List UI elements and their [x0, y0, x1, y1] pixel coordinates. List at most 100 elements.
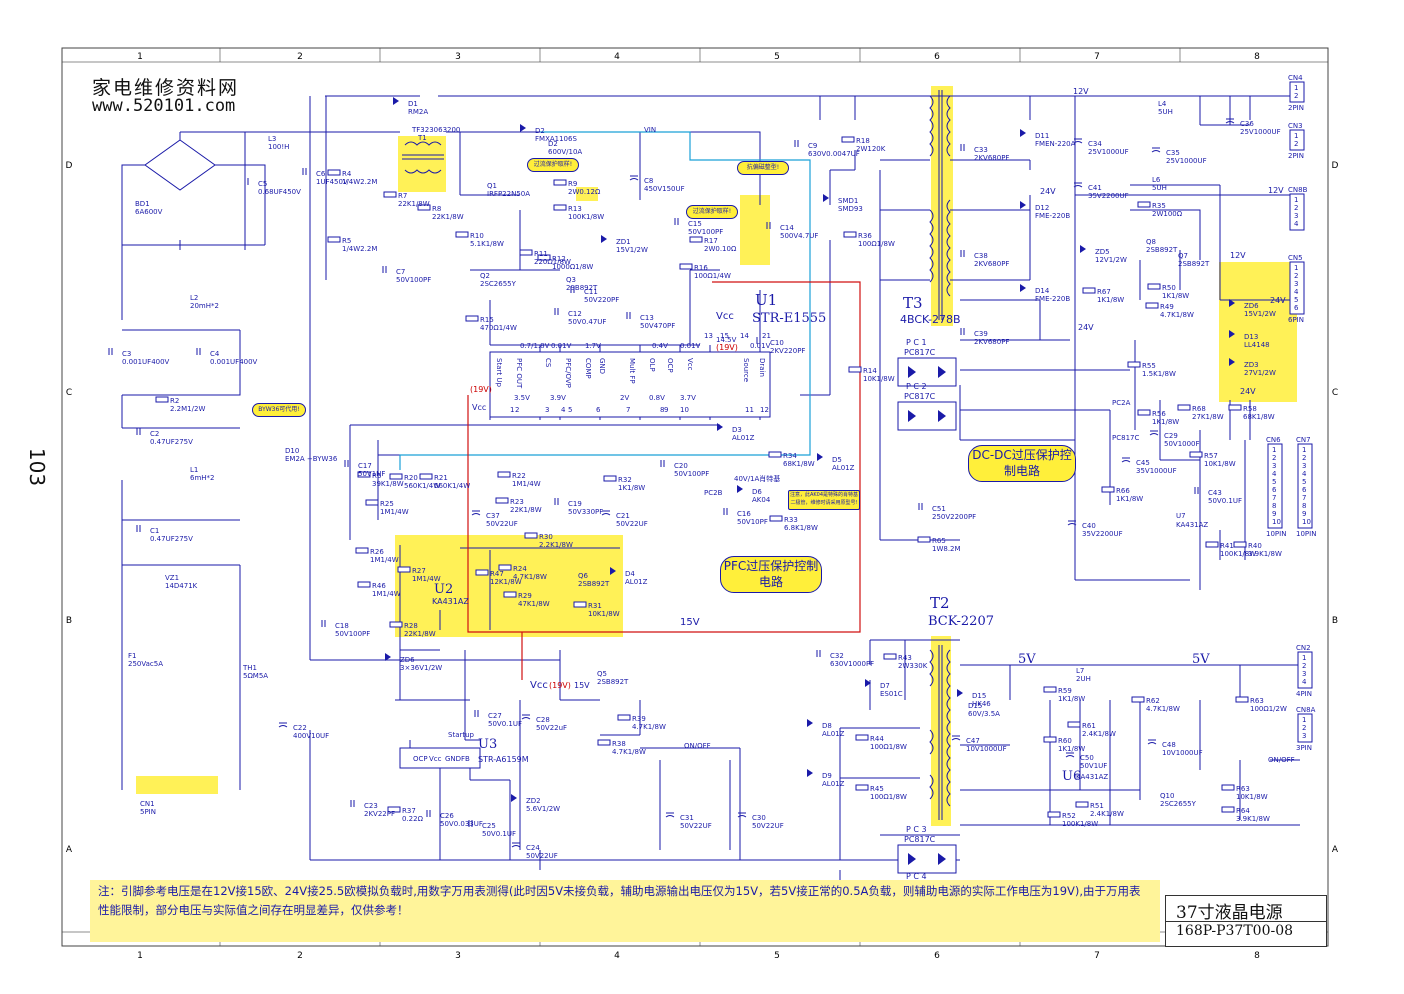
- component-value: 47K1/8W: [518, 600, 550, 608]
- component-value: 2.2M1/2W: [170, 405, 205, 413]
- electrolytic-capacitor-icon: [601, 510, 611, 516]
- vcc-label: Vcc: [530, 680, 548, 691]
- component-value: 100!H: [268, 143, 289, 151]
- component-ref: D1: [408, 100, 418, 108]
- component-ref: R8: [432, 205, 441, 213]
- connector-pin-number: 5: [1272, 478, 1276, 486]
- component-value: 50V0.47UF: [568, 318, 606, 326]
- diode-icon: [393, 97, 399, 105]
- component-value: HK46: [972, 700, 991, 708]
- capacitor-icon: [554, 308, 559, 315]
- connector-pins-label: 10PIN: [1296, 530, 1316, 538]
- capacitor-icon: [723, 508, 728, 515]
- rail-5v: 5V: [1018, 652, 1036, 667]
- connector-pin-number: 3: [1302, 670, 1306, 678]
- connector-pin-number: 7: [1302, 494, 1306, 502]
- connector-pin-number: 4: [1302, 470, 1307, 478]
- component-ref: D15: [968, 702, 982, 710]
- component-value: 1M1/4W: [372, 590, 401, 598]
- component-value: 2W0.10Ω: [704, 245, 737, 253]
- component-ref: L1: [190, 466, 198, 474]
- component-value: 50V100PF: [688, 228, 723, 236]
- connector-pins-label: 3PIN: [1296, 744, 1312, 752]
- capacitor-icon: [344, 460, 349, 467]
- component-value: 1K1/8W: [1152, 418, 1179, 426]
- component-value: 50V100PF: [674, 470, 709, 478]
- component-ref: C24: [526, 844, 540, 852]
- component-ref: ZD3: [1244, 361, 1259, 369]
- d6-spec-label: 40V/1A肖特基: [734, 474, 780, 483]
- component-ref: C30: [752, 814, 766, 822]
- component-ref: R51: [1090, 802, 1104, 810]
- t3-ref: T3: [903, 294, 923, 312]
- diode-icon: [737, 485, 743, 493]
- component-value: IRFP22N50A: [487, 190, 530, 198]
- component-ref: D13: [1244, 333, 1258, 341]
- capacitor-icon: [918, 503, 923, 510]
- component-ref: R2: [170, 397, 179, 405]
- connector-pin-number: 1: [1302, 654, 1306, 662]
- frame-top-strip: [61, 47, 1329, 63]
- component-value: 100Ω1/8W: [870, 743, 907, 751]
- resistor-icon: [679, 263, 693, 270]
- component-value: 3.9K1/8W: [1248, 550, 1282, 558]
- u1-part: STR-E1555: [752, 311, 826, 326]
- component-glyphs: [108, 97, 1249, 848]
- callout-antijamming: 抗偏磁整型!: [737, 161, 789, 175]
- t1-ref: T1: [417, 134, 427, 142]
- component-value: 0.001UF400V: [210, 358, 258, 366]
- component-value: 2SB892T: [1146, 246, 1178, 254]
- rail-24v-d: 24V: [1240, 387, 1256, 396]
- component-ref: R18: [856, 137, 870, 145]
- capacitor-icon: [674, 218, 679, 225]
- component-value: 2KV220PF: [770, 347, 805, 355]
- capacitor-icon: [816, 650, 821, 657]
- component-ref: R31: [588, 602, 602, 610]
- grid-col-bottom: 5: [774, 951, 780, 961]
- component-ref: C14: [780, 224, 794, 232]
- pfc-ovp-highlight: [395, 535, 623, 637]
- component-ref: C41: [1088, 184, 1102, 192]
- resistor-icon: [419, 473, 433, 480]
- component-value: 630V1000PF: [830, 660, 874, 668]
- t1-highlight: [398, 136, 446, 192]
- component-ref: C23: [364, 802, 378, 810]
- component-value: 22K1/8W: [510, 506, 542, 514]
- startup-label: Startup: [448, 731, 475, 739]
- connector-body: [1297, 443, 1313, 529]
- component-value: 1K1/8W: [1058, 745, 1085, 753]
- resistor-icon: [1127, 361, 1141, 368]
- component-ref: R62: [1146, 697, 1160, 705]
- component-ref: R41: [1220, 542, 1234, 550]
- connector-pin-number: 2: [1302, 454, 1306, 462]
- u1-pin-number: 12: [760, 406, 769, 414]
- component-ref: C39: [974, 330, 988, 338]
- component-ref: D8: [822, 722, 832, 730]
- component-ref: BD1: [135, 200, 150, 208]
- component-ref: C6: [316, 170, 326, 178]
- component-value: 68K1/8W: [1243, 413, 1275, 421]
- component-ref: L6: [1152, 176, 1161, 184]
- component-ref: Q5: [597, 670, 607, 678]
- callout-overcurrent-1: 过流保护取样!: [527, 158, 579, 172]
- rail-12v: 12V: [1073, 87, 1089, 96]
- u1-body: [489, 351, 771, 418]
- u3-body: [399, 747, 481, 769]
- opto-ref: P C 2: [906, 382, 927, 391]
- rail-12v-b: 12V: [1268, 186, 1284, 195]
- resistor-icon: [455, 231, 469, 238]
- component-ref: R43: [898, 654, 912, 662]
- electrolytic-capacitor-icon: [951, 735, 961, 741]
- component-ref: R23: [510, 498, 524, 506]
- component-value: 220Ω1/8W: [534, 258, 571, 266]
- resistor-icon: [1145, 302, 1159, 309]
- component-value: 1.5K1/8W: [1142, 370, 1176, 378]
- component-value: 2W330K: [898, 662, 928, 670]
- component-value: 50V1000F: [1164, 440, 1200, 448]
- component-ref: D6: [752, 488, 762, 496]
- grid-col-bottom: 3: [455, 951, 461, 961]
- component-value: 35V2200UF: [1088, 192, 1129, 200]
- component-value: 4.7K1/8W: [632, 723, 666, 731]
- component-ref: R11: [534, 250, 548, 258]
- connector-pin-number: 8: [1272, 502, 1276, 510]
